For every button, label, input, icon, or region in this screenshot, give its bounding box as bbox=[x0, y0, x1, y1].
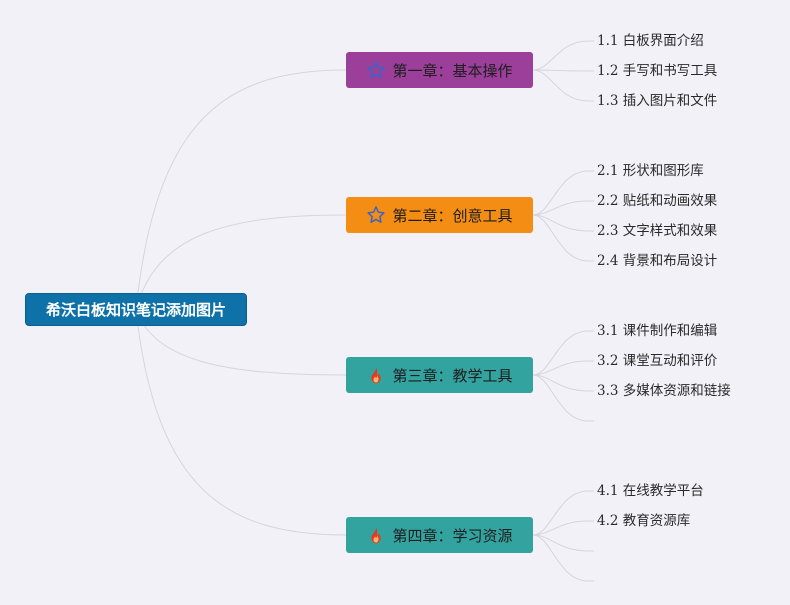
topic-item[interactable]: 3.2 课堂互动和评价 bbox=[597, 353, 718, 369]
chapter-to-topic-connector bbox=[532, 534, 594, 582]
fire-icon bbox=[366, 365, 386, 385]
topic-item[interactable]: 2.3 文字样式和效果 bbox=[597, 223, 718, 239]
star-outline-icon bbox=[366, 205, 386, 225]
root-to-chapter-connector bbox=[135, 309, 347, 376]
chapter-to-topic-connector bbox=[532, 374, 594, 392]
topic-item[interactable]: 2.2 贴纸和动画效果 bbox=[597, 193, 718, 209]
chapter-to-topic-connector bbox=[532, 214, 594, 262]
topic-item[interactable]: 2.4 背景和布局设计 bbox=[597, 253, 718, 269]
chapter-to-topic-connector bbox=[532, 214, 594, 232]
chapter-to-topic-connector bbox=[532, 330, 594, 376]
chapter-to-topic-connector bbox=[532, 200, 594, 216]
chapter-label: 第一章：基本操作 bbox=[392, 61, 513, 80]
chapter-node-3[interactable]: 第三章：教学工具 bbox=[346, 357, 533, 393]
chapter-to-topic-connector bbox=[532, 69, 594, 102]
chapter-to-topic-connector bbox=[532, 69, 594, 72]
root-to-chapter-connector bbox=[135, 69, 347, 311]
chapter-to-topic-connector bbox=[532, 360, 594, 376]
topic-item[interactable]: 4.2 教育资源库 bbox=[597, 513, 691, 529]
chapter-node-2[interactable]: 第二章：创意工具 bbox=[346, 197, 533, 233]
topic-item[interactable]: 1.3 插入图片和文件 bbox=[597, 93, 718, 109]
chapter-node-1[interactable]: 第一章：基本操作 bbox=[346, 52, 533, 88]
chapter-to-topic-connector bbox=[532, 40, 594, 71]
topic-item[interactable]: 4.1 在线教学平台 bbox=[597, 483, 704, 499]
fire-icon bbox=[366, 525, 386, 545]
topic-item[interactable]: 1.2 手写和书写工具 bbox=[597, 63, 718, 79]
root-to-chapter-connector bbox=[135, 309, 347, 536]
star-outline-icon bbox=[366, 60, 386, 80]
chapter-node-4[interactable]: 第四章：学习资源 bbox=[346, 517, 533, 553]
chapter-to-topic-connector bbox=[532, 170, 594, 216]
chapter-label: 第二章：创意工具 bbox=[392, 206, 513, 225]
chapter-to-topic-connector bbox=[532, 490, 594, 536]
root-to-chapter-connector bbox=[135, 214, 347, 311]
chapter-to-topic-connector bbox=[532, 520, 594, 536]
topic-item[interactable]: 1.1 白板界面介绍 bbox=[597, 33, 704, 49]
topic-item[interactable]: 2.1 形状和图形库 bbox=[597, 163, 704, 179]
chapter-label: 第四章：学习资源 bbox=[392, 526, 513, 545]
topic-item[interactable]: 3.3 多媒体资源和链接 bbox=[597, 383, 731, 399]
root-node[interactable]: 希沃白板知识笔记添加图片 bbox=[25, 293, 247, 326]
chapter-label: 第三章：教学工具 bbox=[392, 366, 513, 385]
chapter-to-topic-connector bbox=[532, 534, 594, 552]
topic-item[interactable]: 3.1 课件制作和编辑 bbox=[597, 323, 718, 339]
root-label: 希沃白板知识笔记添加图片 bbox=[45, 301, 226, 319]
chapter-to-topic-connector bbox=[532, 374, 594, 422]
